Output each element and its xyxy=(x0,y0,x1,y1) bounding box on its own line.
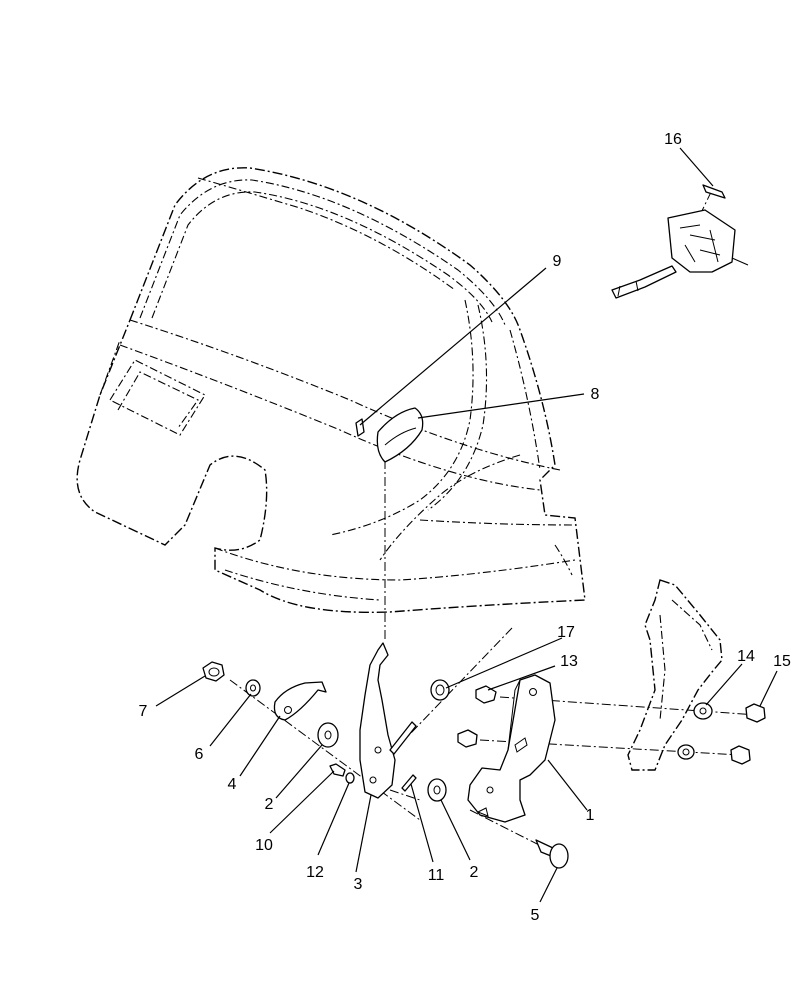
callout-8: 8 xyxy=(591,386,600,403)
callout-2-left: 2 xyxy=(265,796,274,813)
callout-9: 9 xyxy=(553,253,562,270)
callout-12: 12 xyxy=(306,864,324,881)
part-8-knob xyxy=(376,407,424,463)
part-1-bracket xyxy=(467,674,556,823)
cab-housing-phantom xyxy=(76,167,586,614)
side-panel-phantom xyxy=(627,579,723,771)
part-7-nut xyxy=(202,661,225,682)
callout-16: 16 xyxy=(664,131,682,148)
leader-lines xyxy=(155,147,778,903)
part-9-fastener xyxy=(355,418,365,437)
callout-4: 4 xyxy=(228,776,237,793)
part-2-washer-left xyxy=(317,722,339,748)
callout-17: 17 xyxy=(557,624,575,641)
callout-13: 13 xyxy=(560,653,578,670)
callout-11: 11 xyxy=(428,867,445,884)
callout-15: 15 xyxy=(773,653,791,670)
part-13-bolt-lower xyxy=(457,729,478,748)
part-16-switch-assembly xyxy=(611,184,749,299)
part-14-washer-lower xyxy=(677,744,695,760)
part-3-lever xyxy=(359,642,417,799)
part-5-clevis-pin xyxy=(535,839,569,869)
part-4-cam-plate xyxy=(273,681,327,721)
part-12-bushing xyxy=(345,772,355,784)
part-11-pin xyxy=(401,774,417,792)
callout-3: 3 xyxy=(354,876,363,893)
callout-10: 10 xyxy=(255,837,273,854)
callout-14: 14 xyxy=(737,648,755,665)
part-10-screw xyxy=(329,763,346,777)
callout-1: 1 xyxy=(586,807,595,824)
part-17-grommet xyxy=(430,679,450,701)
callout-6: 6 xyxy=(195,746,204,763)
callout-2-right: 2 xyxy=(470,864,479,881)
callout-labels: 16 9 8 17 13 14 15 7 6 4 2 10 12 3 11 2 … xyxy=(139,131,791,924)
part-2-washer-right xyxy=(427,778,447,802)
callout-5: 5 xyxy=(531,907,540,924)
callout-7: 7 xyxy=(139,703,148,720)
part-15-nut-upper xyxy=(745,703,766,723)
part-14-washer-upper xyxy=(693,702,713,720)
part-6-washer xyxy=(245,679,261,697)
part-15-nut-lower xyxy=(730,745,751,765)
part-13-bolt-upper xyxy=(475,685,497,704)
